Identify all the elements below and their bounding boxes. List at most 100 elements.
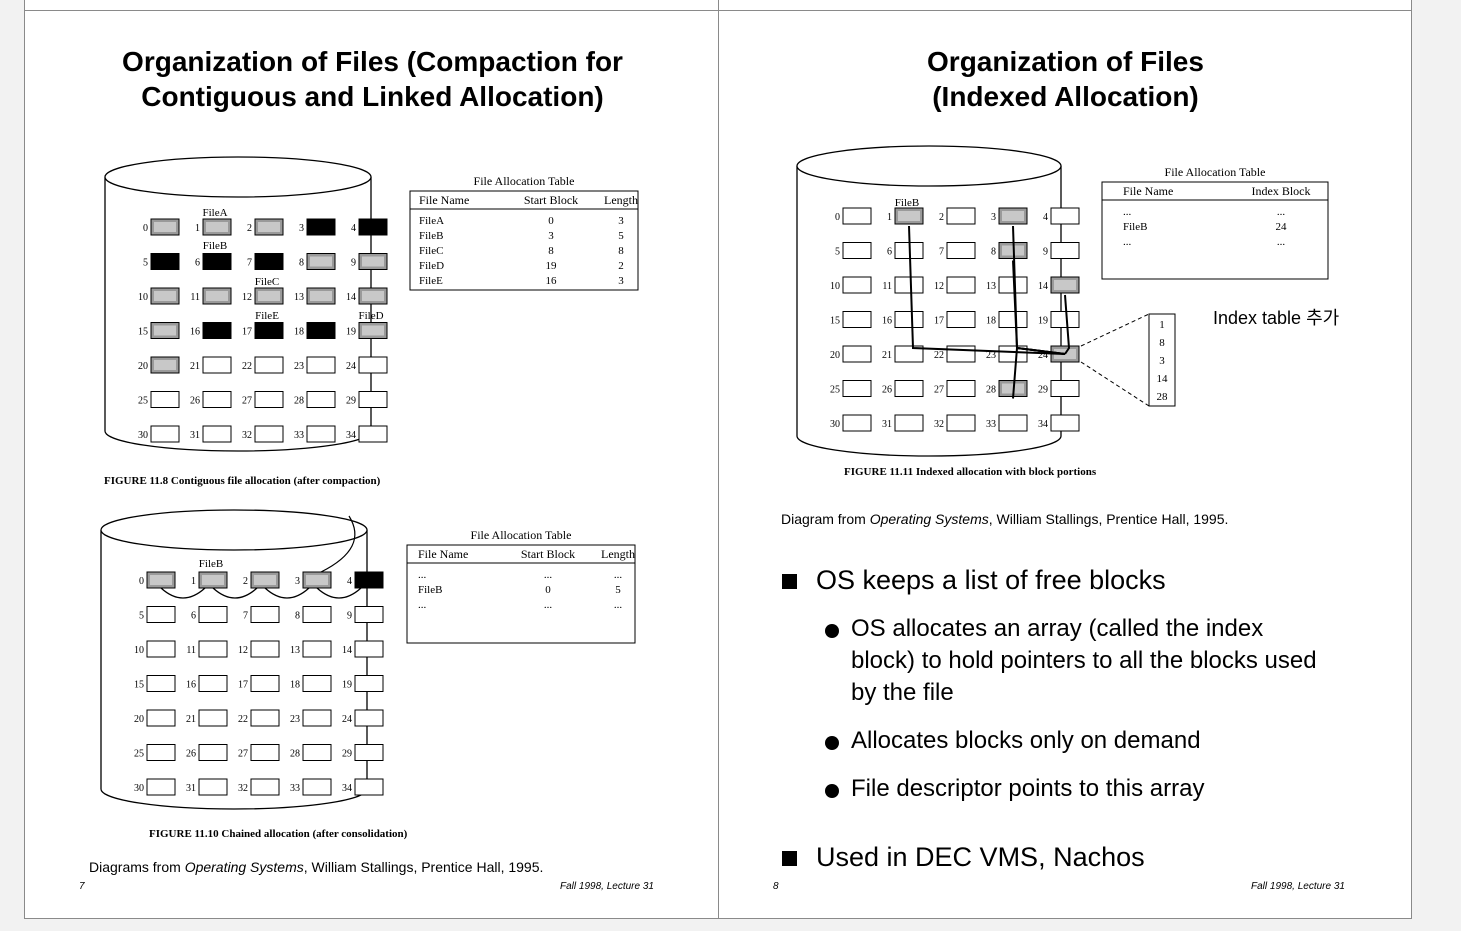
block-number: 33: [290, 783, 300, 794]
table-cell: ...: [544, 569, 553, 581]
disk-block: [946, 207, 976, 225]
index-entry: 3: [1159, 355, 1165, 367]
disk-block: [358, 425, 388, 443]
disk-block: [894, 380, 924, 397]
block-number: 3: [295, 576, 300, 587]
index-block: [1148, 313, 1176, 407]
disk-block: [1050, 207, 1080, 225]
table-cell: ...: [544, 599, 553, 611]
disk-block: [202, 425, 232, 443]
table-cell: ...: [1123, 206, 1132, 218]
block-number: 16: [190, 327, 200, 338]
disk-block: [250, 709, 280, 727]
block-number: 31: [186, 783, 196, 794]
table-header: Start Block: [521, 547, 575, 561]
block-texture: [1002, 211, 1024, 221]
disk-block: [354, 571, 384, 589]
block-number: 21: [190, 361, 200, 372]
disk-block: [894, 311, 924, 328]
disk-block: [1050, 414, 1080, 432]
credit-suffix: , William Stallings, Prentice Hall, 1995…: [988, 511, 1229, 527]
block-number: 12: [238, 645, 248, 656]
table-cell: FileB: [1123, 221, 1147, 233]
square-bullet-icon: [782, 574, 797, 589]
table-cell: FileA: [419, 215, 444, 227]
block-number: 2: [939, 212, 944, 223]
sub-bullet-text: OS allocates an array (called the index …: [851, 615, 1317, 706]
block-number: 9: [347, 611, 352, 622]
disk-top: [104, 156, 372, 198]
chain-arrow: [212, 587, 258, 599]
block-number: 5: [835, 247, 840, 258]
disk-block: [842, 311, 872, 328]
disk-block: [354, 675, 384, 692]
fig-11-8-caption: FIGURE 11.8 Contiguous file allocation (…: [104, 475, 381, 487]
table-cell: 3: [618, 215, 624, 227]
block-number: 32: [242, 430, 252, 441]
table-header: Index Block: [1252, 184, 1311, 198]
block-number: 30: [830, 419, 840, 430]
block-number: 17: [238, 680, 248, 691]
index-entry: 1: [1159, 319, 1165, 331]
disk-block: [354, 778, 384, 796]
block-texture: [362, 256, 384, 267]
block-number: 2: [247, 223, 252, 234]
disk-block: [946, 276, 976, 294]
block-texture: [1054, 280, 1076, 290]
block-number: 1: [191, 576, 196, 587]
table-cell: FileB: [419, 230, 443, 242]
table-header: File Name: [1123, 184, 1173, 198]
disk-block: [302, 606, 332, 623]
block-number: 31: [882, 419, 892, 430]
disk-block: [150, 391, 180, 408]
block-number: 0: [139, 576, 144, 587]
table-header: File Name: [418, 547, 468, 561]
disk-block: [998, 414, 1028, 432]
block-number: 5: [139, 611, 144, 622]
fig-11-11-caption: FIGURE 11.11 Indexed allocation with blo…: [844, 466, 1097, 478]
disk-block: [842, 414, 872, 432]
disk-block: [302, 675, 332, 692]
file-label: FileB: [895, 197, 919, 209]
block-number: 12: [242, 292, 252, 303]
block-number: 18: [290, 680, 300, 691]
disk-block: [146, 675, 176, 692]
block-number: 26: [190, 396, 200, 407]
file-label: FileB: [199, 558, 223, 570]
table-cell: ...: [1277, 206, 1286, 218]
disk-block: [998, 311, 1028, 328]
block-texture: [150, 575, 172, 585]
table-cell: 8: [548, 245, 554, 257]
disk-block: [250, 640, 280, 658]
block-number: 9: [1043, 247, 1048, 258]
file-label: FileE: [255, 310, 279, 322]
page-divider: [718, 0, 719, 918]
slide-pages: Organization of Files (Compaction for Co…: [24, 0, 1412, 919]
disk-block: [146, 709, 176, 727]
credit-book: Operating Systems: [184, 859, 304, 875]
left-credit: Diagrams from Operating Systems, William…: [89, 859, 543, 875]
block-number: 28: [290, 749, 300, 760]
block-texture: [362, 291, 384, 301]
block-number: 22: [238, 714, 248, 725]
credit-suffix: , William Stallings, Prentice Hall, 1995…: [303, 859, 544, 875]
disk-block: [998, 345, 1028, 363]
disk-block: [306, 218, 336, 236]
disk-block: [146, 778, 176, 796]
disk-block: [894, 276, 924, 294]
credit-book: Operating Systems: [869, 511, 989, 527]
disk-block: [1050, 380, 1080, 397]
block-number: 4: [351, 223, 356, 234]
block-number: 32: [934, 419, 944, 430]
block-number: 27: [934, 385, 944, 396]
disk-block: [198, 640, 228, 658]
block-number: 6: [191, 611, 196, 622]
table-header: Length: [601, 547, 635, 561]
block-number: 7: [939, 247, 944, 258]
table-cell: 8: [618, 245, 624, 257]
index-table-note: Index table 추가: [1213, 308, 1340, 328]
credit-prefix: Diagrams from: [89, 859, 185, 875]
block-number: 11: [882, 281, 892, 292]
